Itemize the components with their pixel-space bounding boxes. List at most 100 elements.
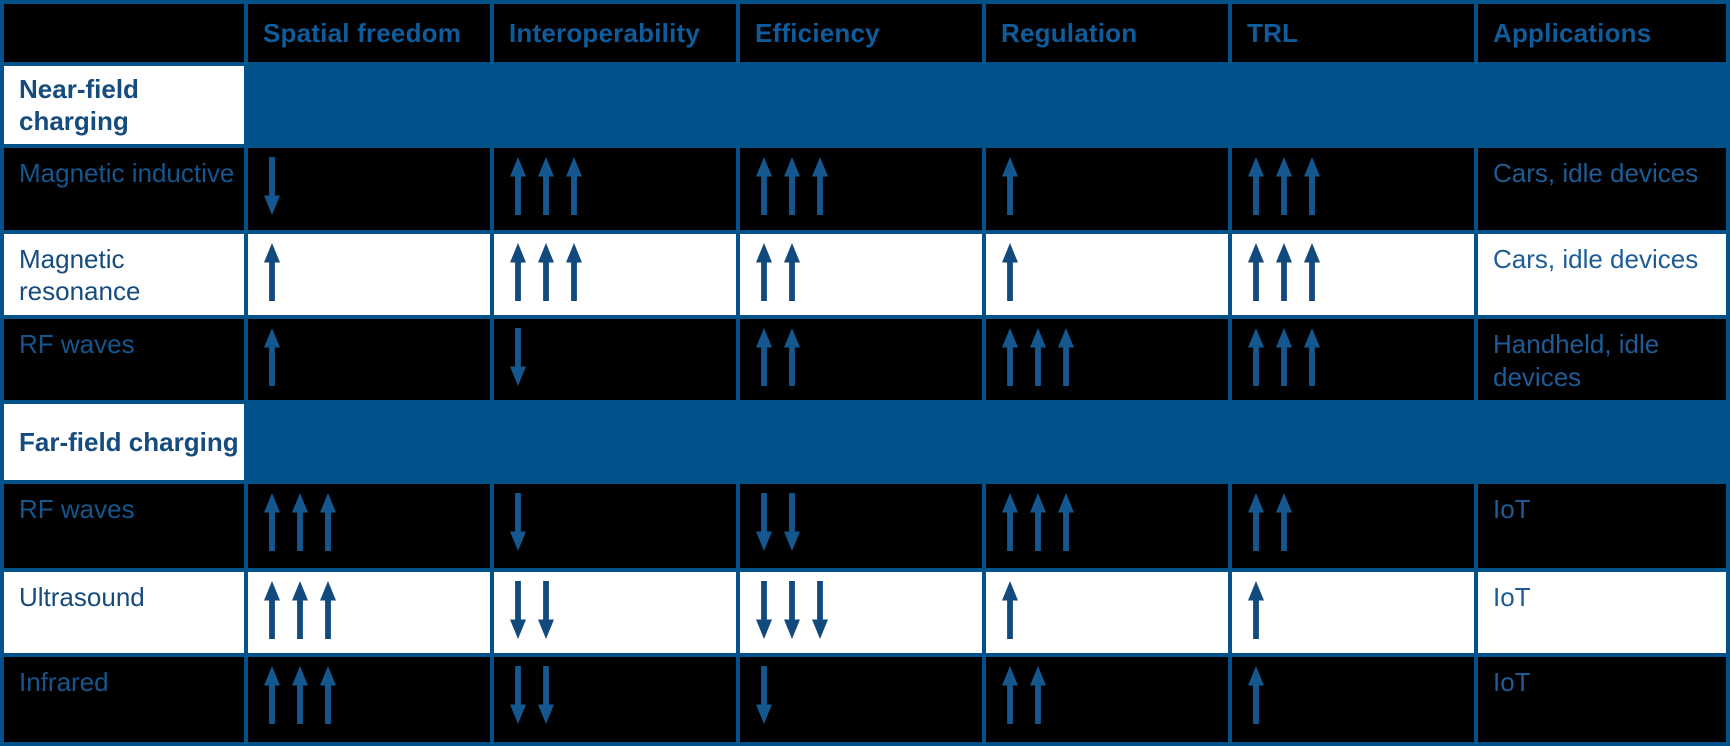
rating-cell-interoperability	[494, 234, 736, 315]
down-arrow-icon	[510, 666, 526, 724]
rating-cell-interoperability	[494, 319, 736, 400]
rating-cell-trl	[1232, 484, 1474, 568]
rating-cell-trl	[1232, 657, 1474, 742]
up-arrow-icon	[264, 243, 280, 301]
up-arrow-icon	[320, 493, 336, 551]
rating-cell-interoperability	[494, 572, 736, 653]
column-header-regulation: Regulation	[986, 4, 1228, 62]
rating-cell-spatial-freedom	[248, 657, 490, 742]
row-label: RF waves	[4, 484, 244, 568]
up-arrow-icon	[1058, 328, 1074, 386]
up-arrow-icon	[1276, 493, 1292, 551]
applications-cell: Cars, idle devices	[1478, 148, 1726, 230]
up-arrow-icon	[1002, 493, 1018, 551]
rating-cell-efficiency	[740, 234, 982, 315]
up-arrow-icon	[264, 328, 280, 386]
applications-cell: IoT	[1478, 484, 1726, 568]
down-arrow-icon	[510, 581, 526, 639]
down-arrow-icon	[784, 493, 800, 551]
up-arrow-icon	[784, 243, 800, 301]
up-arrow-icon	[264, 666, 280, 724]
up-arrow-icon	[1002, 328, 1018, 386]
up-arrow-icon	[784, 328, 800, 386]
down-arrow-icon	[812, 581, 828, 639]
up-arrow-icon	[1248, 493, 1264, 551]
down-arrow-icon	[756, 666, 772, 724]
up-arrow-icon	[1002, 666, 1018, 724]
up-arrow-icon	[320, 666, 336, 724]
up-arrow-icon	[1002, 157, 1018, 215]
corner-cell	[4, 4, 244, 62]
column-header-interoperability: Interoperability	[494, 4, 736, 62]
applications-cell: IoT	[1478, 657, 1726, 742]
down-arrow-icon	[784, 581, 800, 639]
rating-cell-spatial-freedom	[248, 148, 490, 230]
up-arrow-icon	[1276, 157, 1292, 215]
rating-cell-interoperability	[494, 657, 736, 742]
rating-cell-regulation	[986, 484, 1228, 568]
up-arrow-icon	[784, 157, 800, 215]
up-arrow-icon	[320, 581, 336, 639]
rating-cell-regulation	[986, 234, 1228, 315]
down-arrow-icon	[264, 157, 280, 215]
up-arrow-icon	[1304, 328, 1320, 386]
down-arrow-icon	[538, 581, 554, 639]
section-header-near-field: Near-field charging	[4, 66, 244, 144]
down-arrow-icon	[756, 581, 772, 639]
up-arrow-icon	[1248, 243, 1264, 301]
applications-cell: Cars, idle devices	[1478, 234, 1726, 315]
up-arrow-icon	[1030, 666, 1046, 724]
up-arrow-icon	[756, 328, 772, 386]
column-header-applications: Applications	[1478, 4, 1726, 62]
row-label: Ultrasound	[4, 572, 244, 653]
rating-cell-efficiency	[740, 657, 982, 742]
up-arrow-icon	[264, 493, 280, 551]
rating-cell-regulation	[986, 319, 1228, 400]
rating-cell-interoperability	[494, 148, 736, 230]
row-label: RF waves	[4, 319, 244, 400]
column-header-trl: TRL	[1232, 4, 1474, 62]
column-header-spatial-freedom: Spatial freedom	[248, 4, 490, 62]
rating-cell-trl	[1232, 234, 1474, 315]
down-arrow-icon	[510, 328, 526, 386]
rating-cell-spatial-freedom	[248, 234, 490, 315]
column-header-efficiency: Efficiency	[740, 4, 982, 62]
down-arrow-icon	[538, 666, 554, 724]
up-arrow-icon	[292, 493, 308, 551]
up-arrow-icon	[510, 243, 526, 301]
rating-cell-regulation	[986, 572, 1228, 653]
rating-cell-regulation	[986, 148, 1228, 230]
up-arrow-icon	[1276, 243, 1292, 301]
up-arrow-icon	[1304, 157, 1320, 215]
rating-cell-efficiency	[740, 572, 982, 653]
section-band-near-field	[248, 66, 1726, 144]
row-label: Magnetic resonance	[4, 234, 244, 315]
up-arrow-icon	[538, 157, 554, 215]
section-header-far-field: Far-field charging	[4, 404, 244, 480]
up-arrow-icon	[566, 243, 582, 301]
rating-cell-regulation	[986, 657, 1228, 742]
rating-cell-spatial-freedom	[248, 319, 490, 400]
up-arrow-icon	[1030, 328, 1046, 386]
rating-cell-efficiency	[740, 484, 982, 568]
rating-cell-trl	[1232, 319, 1474, 400]
up-arrow-icon	[292, 581, 308, 639]
up-arrow-icon	[1248, 581, 1264, 639]
up-arrow-icon	[292, 666, 308, 724]
up-arrow-icon	[538, 243, 554, 301]
up-arrow-icon	[812, 157, 828, 215]
up-arrow-icon	[1248, 666, 1264, 724]
up-arrow-icon	[566, 157, 582, 215]
down-arrow-icon	[510, 493, 526, 551]
up-arrow-icon	[1002, 243, 1018, 301]
row-label: Magnetic inductive	[4, 148, 244, 230]
up-arrow-icon	[756, 157, 772, 215]
up-arrow-icon	[1304, 243, 1320, 301]
down-arrow-icon	[756, 493, 772, 551]
up-arrow-icon	[1058, 493, 1074, 551]
applications-cell: Handheld, idle devices	[1478, 319, 1726, 400]
row-label: Infrared	[4, 657, 244, 742]
up-arrow-icon	[1002, 581, 1018, 639]
rating-cell-interoperability	[494, 484, 736, 568]
